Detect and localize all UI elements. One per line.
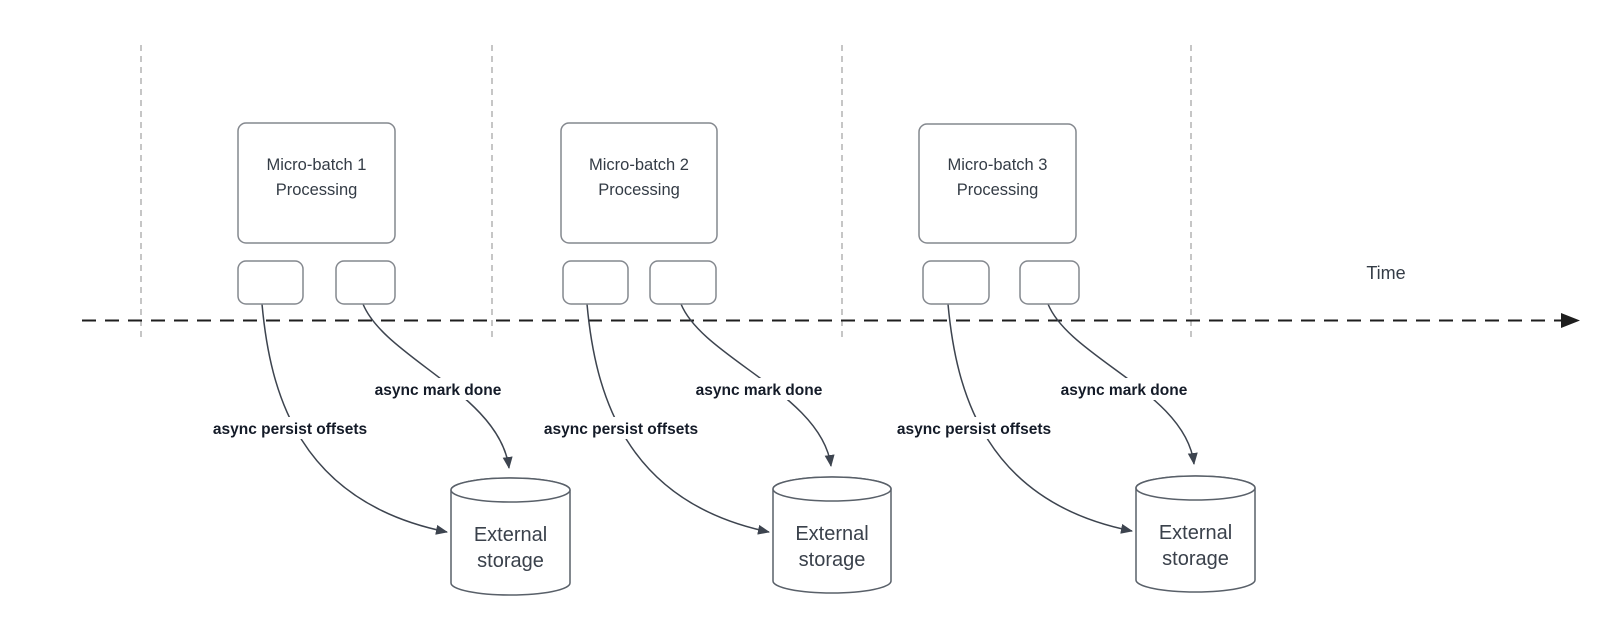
batch-1-persist-label-bg bbox=[202, 417, 378, 439]
batch-2-persist-offsets-arrow bbox=[586, 303, 770, 535]
batch-1-mark-done-label-bg bbox=[365, 378, 511, 400]
batch-1-task-right-node bbox=[335, 260, 396, 305]
batch-2-external-storage-cylinder bbox=[772, 476, 892, 594]
batch-3-group: Micro-batch 3 Processing async persist o… bbox=[886, 123, 1256, 593]
batch-3-mark-done-label-bg bbox=[1051, 378, 1197, 400]
time-axis-arrowhead-icon bbox=[1561, 313, 1580, 328]
batch-1-group: Micro-batch 1 Processing async persist o… bbox=[202, 122, 571, 596]
batch-3-persist-offsets-arrow bbox=[947, 303, 1133, 534]
batch-2-processing-box bbox=[560, 122, 718, 244]
batch-3-external-storage-cylinder bbox=[1135, 475, 1256, 593]
batch-2-subtitle: Processing bbox=[598, 181, 680, 199]
batch-3-task-right-node bbox=[1019, 260, 1080, 305]
batch-3-title: Micro-batch 3 bbox=[948, 156, 1048, 174]
batch-3-storage-label-line2: storage bbox=[1162, 548, 1229, 570]
batch-1-subtitle: Processing bbox=[276, 181, 358, 199]
batch-1-persist-offsets-arrow bbox=[261, 303, 448, 535]
batch-3-mark-done-label: async mark done bbox=[1061, 382, 1188, 399]
batch-3-persist-label: async persist offsets bbox=[897, 421, 1051, 438]
batch-1-task-left-node bbox=[237, 260, 304, 305]
batch-1-persist-label: async persist offsets bbox=[213, 421, 367, 438]
time-axis-label: Time bbox=[1366, 263, 1405, 283]
batch-1-storage-label-line1: External bbox=[474, 524, 547, 546]
batch-2-persist-label: async persist offsets bbox=[544, 421, 698, 438]
batch-2-task-right-node bbox=[649, 260, 717, 305]
batch-2-storage-label-line1: External bbox=[795, 523, 868, 545]
batch-1-title: Micro-batch 1 bbox=[267, 156, 367, 174]
batch-2-persist-label-bg bbox=[533, 417, 709, 439]
batch-1-external-storage-cylinder bbox=[450, 477, 571, 596]
batch-2-task-left-node bbox=[562, 260, 629, 305]
batch-3-persist-label-bg bbox=[886, 417, 1062, 439]
batch-2-group: Micro-batch 2 Processing async persist o… bbox=[533, 122, 892, 594]
batch-1-storage-label-line2: storage bbox=[477, 550, 544, 572]
batch-1-processing-box bbox=[237, 122, 396, 244]
batch-3-mark-done-arrow bbox=[1047, 303, 1198, 465]
batch-2-title: Micro-batch 2 bbox=[589, 156, 689, 174]
batch-2-mark-done-label: async mark done bbox=[696, 382, 823, 399]
batch-2-mark-done-label-bg bbox=[686, 378, 832, 400]
batch-1-mark-done-label: async mark done bbox=[375, 382, 502, 399]
batch-3-subtitle: Processing bbox=[957, 181, 1039, 199]
batch-3-task-left-node bbox=[922, 260, 990, 305]
batch-2-storage-label-line2: storage bbox=[799, 549, 866, 571]
batch-3-processing-box bbox=[918, 123, 1077, 244]
batch-3-storage-label-line1: External bbox=[1159, 522, 1232, 544]
